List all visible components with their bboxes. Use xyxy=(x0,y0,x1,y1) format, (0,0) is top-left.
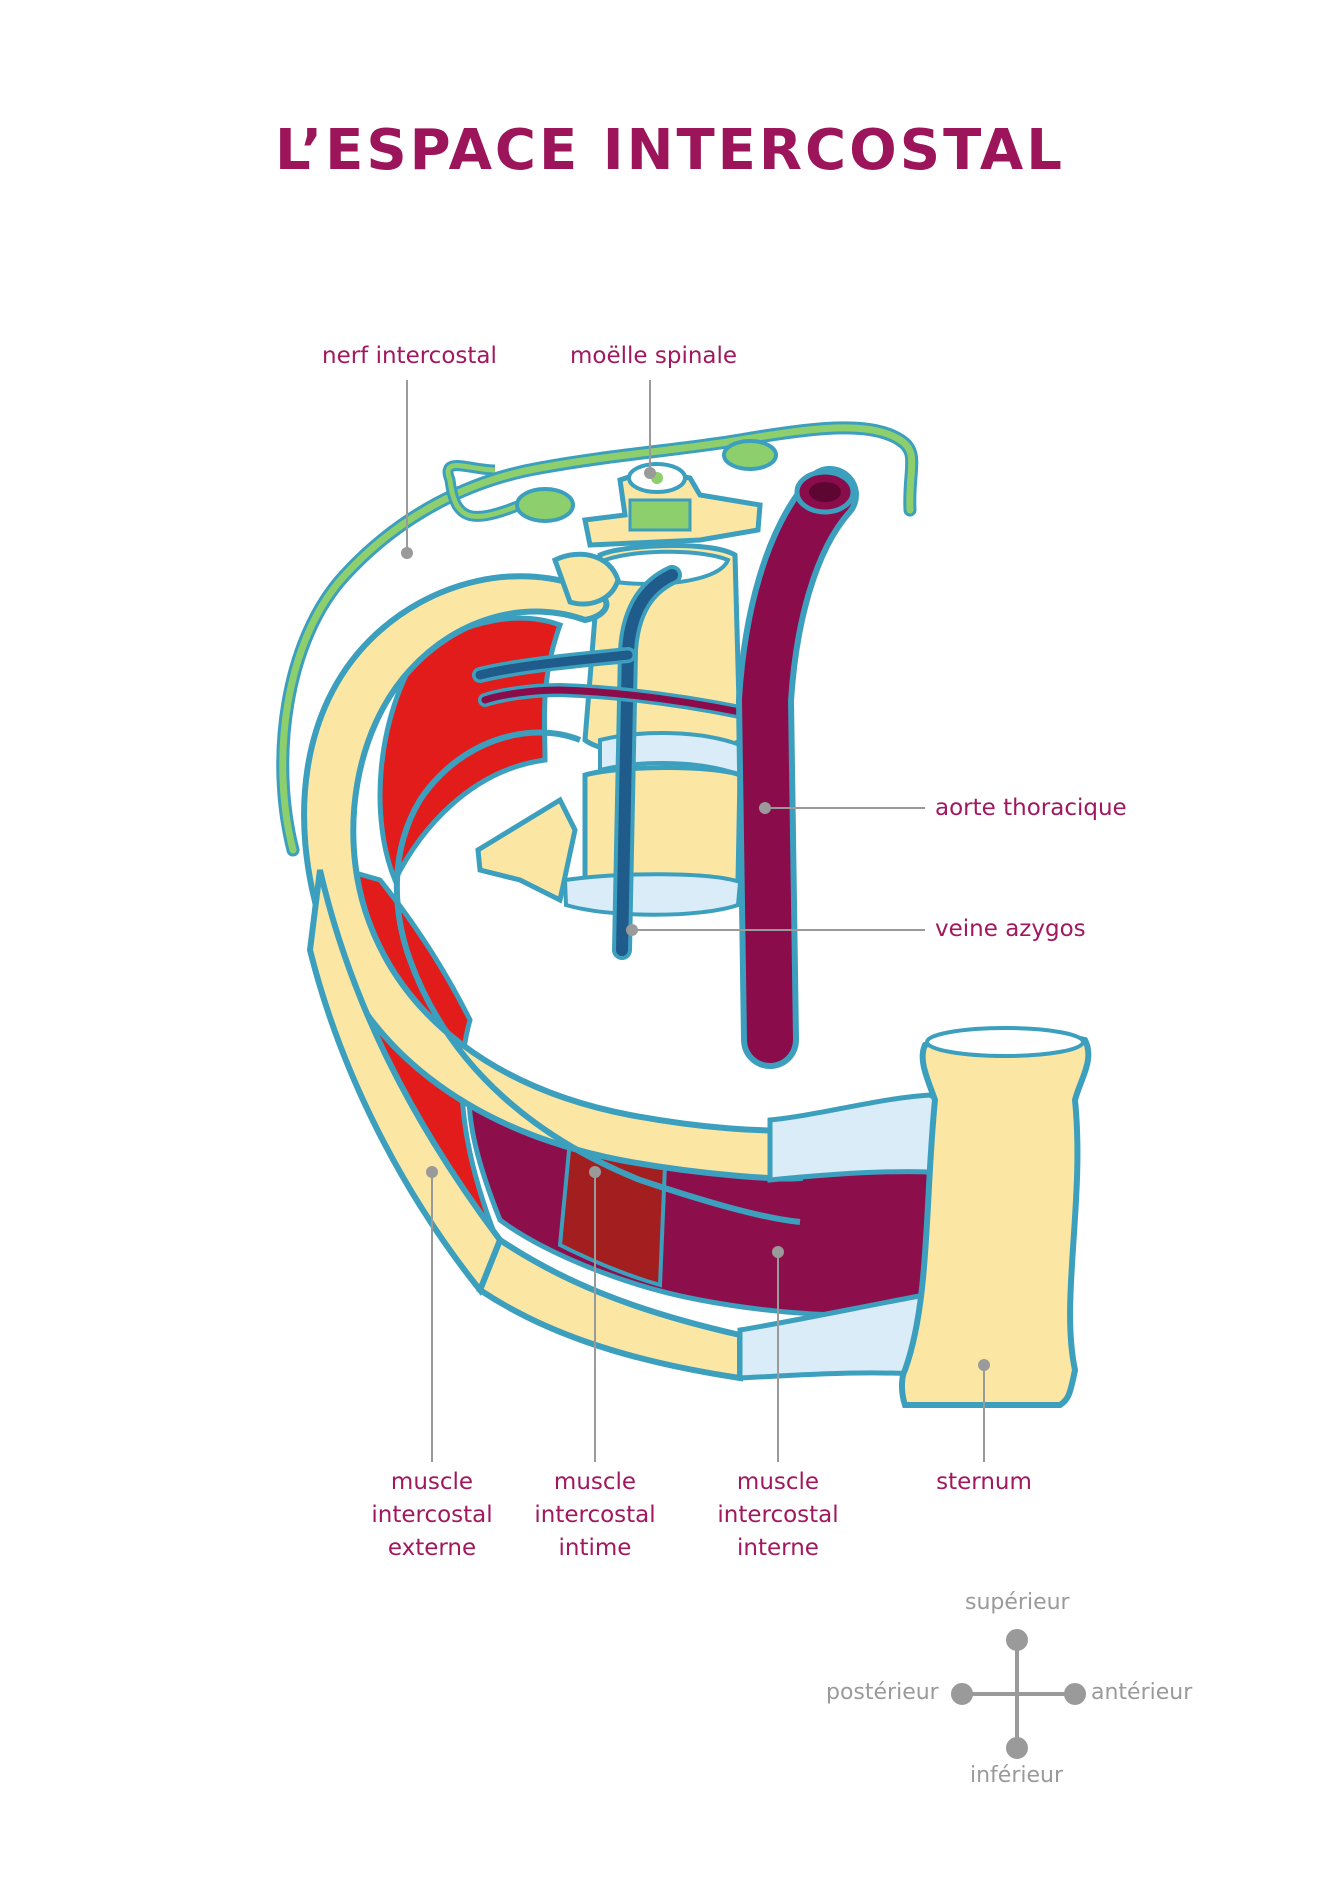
label-muscle-intime: muscle intercostal intime xyxy=(534,1469,656,1561)
label-muscle-interne: muscle intercostal interne xyxy=(717,1469,839,1561)
azygos-vein xyxy=(472,565,682,960)
label-moelle-spinale: moëlle spinale xyxy=(570,343,738,369)
intercostal-artery xyxy=(478,682,747,719)
orientation-compass xyxy=(951,1629,1086,1759)
label-nerf-intercostal: nerf intercostal xyxy=(322,343,497,369)
orientation-anterieur: antérieur xyxy=(1091,1680,1193,1705)
intercostal-nerve xyxy=(276,421,919,857)
leader-lines xyxy=(401,380,990,1462)
label-sternum: sternum xyxy=(936,1469,1032,1495)
label-muscle-externe: muscle intercostal externe xyxy=(371,1469,493,1561)
orientation-posterieur: postérieur xyxy=(826,1680,939,1705)
sternum-bone xyxy=(899,1026,1092,1408)
orientation-inferieur: inférieur xyxy=(970,1763,1064,1788)
page-title: L’ESPACE INTERCOSTAL xyxy=(275,118,1065,183)
orientation-superieur: supérieur xyxy=(965,1590,1070,1615)
thoracic-aorta xyxy=(735,466,859,1069)
label-aorte-thoracique: aorte thoracique xyxy=(935,795,1127,821)
label-veine-azygos: veine azygos xyxy=(935,916,1086,942)
